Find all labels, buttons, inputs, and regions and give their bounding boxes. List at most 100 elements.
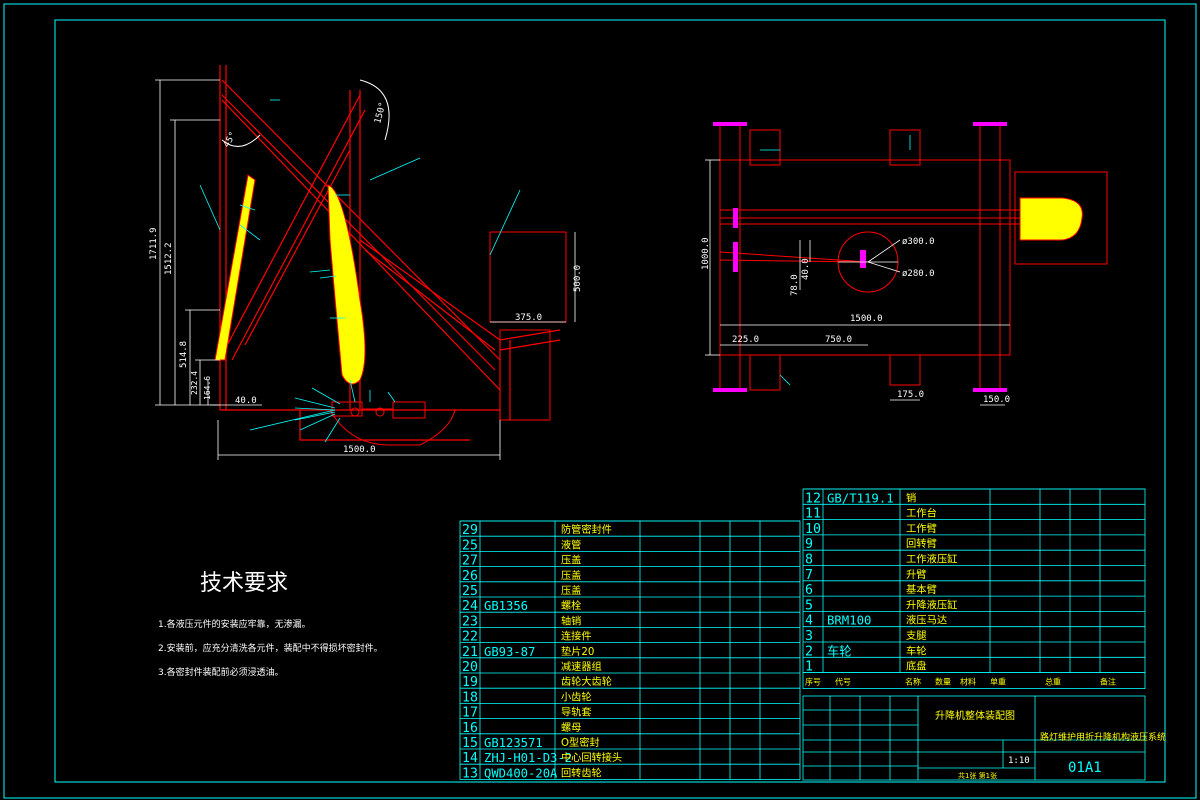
drawing-name: 升降机整体装配图 xyxy=(935,709,1015,722)
bom-left-name: 压盖 xyxy=(561,569,581,582)
bom-right-name: 回转臂 xyxy=(906,537,937,550)
bom-left-row: 23 轴销 xyxy=(462,614,581,629)
bom-left-code: GB93-87 xyxy=(484,645,535,659)
bom-header-cell: 单重 xyxy=(990,677,1006,687)
bom-right-name: 车轮 xyxy=(906,644,927,657)
dim-40: 40.0 xyxy=(235,396,257,406)
bom-left-name: 中心回转接头 xyxy=(561,751,622,764)
bom-left-no: 17 xyxy=(462,706,478,721)
scale: 1:10 xyxy=(1008,756,1030,766)
bom-right-code: 车轮 xyxy=(827,643,852,658)
bom-left-name: 小齿轮 xyxy=(561,690,592,703)
requirement-2: 2.安装前，应充分清洗各元件，装配中不得损坏密封件。 xyxy=(158,642,383,654)
bom-right-name: 工作臂 xyxy=(906,522,937,535)
bom-right-no: 1 xyxy=(805,660,813,675)
bom-left-name: 导轨套 xyxy=(561,706,592,719)
dim-1000: 1000.0 xyxy=(701,237,711,270)
bom-left-name: 压盖 xyxy=(561,554,581,567)
bom-left-no: 27 xyxy=(462,554,478,569)
bom-left-name: 回转齿轮 xyxy=(561,766,602,779)
angle-150: 150° xyxy=(373,101,388,125)
lift-cylinder-center xyxy=(327,184,366,385)
bom-right-name: 升降液压缸 xyxy=(906,598,957,611)
requirements-title: 技术要求 xyxy=(200,571,288,596)
bom-right-name: 液压马达 xyxy=(906,614,947,627)
dim-375: 375.0 xyxy=(515,313,542,323)
bom-left-name: 轴销 xyxy=(561,614,581,627)
bom-left-name: 连接件 xyxy=(561,630,592,643)
bom-left-no: 16 xyxy=(462,721,478,736)
bom-left-name: 垫片20 xyxy=(561,645,594,658)
bom-right-code: GB/T119.1 xyxy=(827,491,894,505)
bom-header-cell: 总重 xyxy=(1045,677,1061,687)
bom-right-no: 9 xyxy=(805,537,813,552)
bom-left-name: 齿轮大齿轮 xyxy=(561,675,612,688)
bom-header-cell: 名称 xyxy=(905,677,921,687)
work-platform-cylinder xyxy=(1019,197,1083,241)
bom-left-row: 22 连接件 xyxy=(462,630,592,645)
flanges xyxy=(713,122,1060,392)
base-block xyxy=(499,329,551,421)
bom-left-row: 18 小齿轮 xyxy=(462,690,592,705)
bom-left-name: 压盖 xyxy=(561,584,581,597)
bom-left-no: 23 xyxy=(462,614,478,629)
bom-left-no: 29 xyxy=(462,523,478,538)
outer-frame xyxy=(3,3,1197,799)
bom-right-row: 2 车轮 车轮 xyxy=(805,643,927,659)
dim-1500-right: 1500.0 xyxy=(850,314,883,324)
bom-left-no: 19 xyxy=(462,675,478,690)
bom-header-cell: 材料 xyxy=(960,677,976,687)
bom-left-no: 15 xyxy=(462,736,478,751)
bom-right-name: 工作液压缸 xyxy=(906,553,957,566)
bom-right-no: 2 xyxy=(805,644,813,659)
bom-left-no: 26 xyxy=(462,569,478,584)
dim-750: 750.0 xyxy=(825,335,852,345)
bom-right-no: 7 xyxy=(805,568,813,583)
bom-left-row: 26 压盖 xyxy=(462,569,581,584)
bom-left-name: O型密封 xyxy=(561,736,600,749)
bom-left-row: 19 齿轮大齿轮 xyxy=(462,675,612,690)
lift-cylinder-left xyxy=(214,174,256,361)
bom-header-cell: 数量 xyxy=(935,677,951,687)
bom-left-no: 24 xyxy=(462,599,478,614)
bottom-arc xyxy=(329,409,456,446)
bom-left-no: 22 xyxy=(462,630,478,645)
bom-right-no: 4 xyxy=(805,614,813,629)
dim-78: 78.0 xyxy=(790,274,800,296)
bom-left-no: 18 xyxy=(462,690,478,705)
bom-left-name: 螺母 xyxy=(561,722,581,734)
bom-left-name: 减速器组 xyxy=(561,660,602,673)
bom-right-row: 7 升臂 xyxy=(805,568,927,583)
bom-left-code: QWD400-20A xyxy=(484,766,558,780)
bom-right-name: 基本臂 xyxy=(906,583,937,596)
dim-1711: 1711.9 xyxy=(149,227,159,260)
bom-left-name: 防管密封件 xyxy=(561,523,612,536)
title-block: 升降机整体装配图 路灯维护用折升降机构液压系统 1:10 01A1 共1张 第1… xyxy=(802,695,1166,781)
bom-right-no: 6 xyxy=(805,583,813,598)
bom-right-name: 升臂 xyxy=(906,568,927,581)
drawing-number: 01A1 xyxy=(1068,760,1102,776)
bom-right-row: 6 基本臂 xyxy=(805,583,937,598)
bom-left-no: 14 xyxy=(462,751,478,766)
requirement-3: 3.各密封件装配前必须浸透油。 xyxy=(158,666,284,678)
dim-514: 514.8 xyxy=(179,341,189,368)
dim-1512: 1512.2 xyxy=(164,242,174,275)
bom-left-no: 25 xyxy=(462,584,478,599)
bom-right-name: 支腿 xyxy=(906,630,927,642)
bom-right-no: 5 xyxy=(805,598,813,613)
right-plan-view: 1000.0 78.0 40.0 ø300.0 ø280.0 1500.0 22… xyxy=(701,122,1108,406)
bom-left-code: ZHJ-H01-D3-2 xyxy=(484,751,572,765)
platform-box xyxy=(489,231,567,323)
